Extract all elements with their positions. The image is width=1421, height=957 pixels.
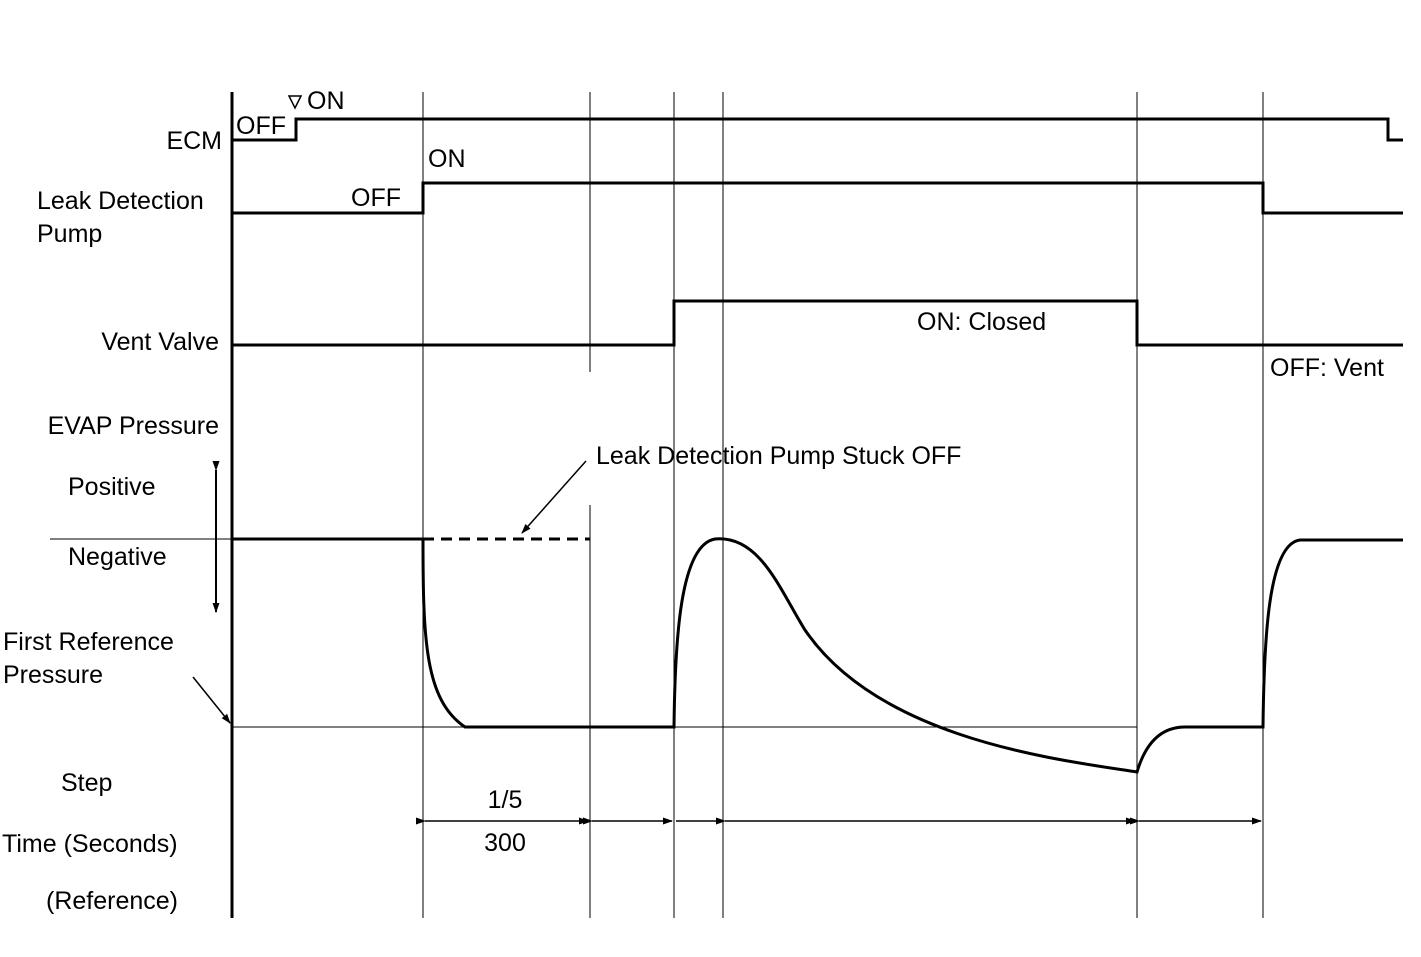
step-label: Step: [61, 769, 112, 797]
stuck-off-arrow: [521, 460, 587, 534]
vent-valve-signal: [232, 299, 1403, 347]
pump-on-label: ON: [428, 145, 466, 173]
first-reference-label-line1: First Reference: [3, 628, 174, 656]
negative-label: Negative: [68, 543, 167, 571]
ecm-on-label: ON: [307, 87, 345, 115]
evap-pressure-label: EVAP Pressure: [48, 412, 219, 440]
time-seconds-label: Time (Seconds): [2, 830, 178, 858]
reference-label: (Reference): [46, 887, 178, 915]
ecm-label: ECM: [166, 127, 222, 155]
vent-valve-label: Vent Valve: [101, 328, 219, 356]
vent-off-label: OFF: Vent: [1270, 354, 1384, 382]
time-value: 300: [484, 829, 526, 857]
timing-guides: [422, 92, 1264, 918]
stuck-off-label: Leak Detection Pump Stuck OFF: [596, 442, 961, 470]
pump-label-line2: Pump: [37, 220, 102, 248]
pump-label-line1: Leak Detection: [37, 187, 204, 215]
pump-signal: [232, 181, 1403, 215]
positive-label: Positive: [68, 473, 156, 501]
first-reference-label-line2: Pressure: [3, 661, 103, 689]
evap-pressure-curve: [232, 537, 1403, 774]
step-value: 1/5: [488, 786, 523, 814]
vent-on-label: ON: Closed: [917, 308, 1046, 336]
first-reference-arrow: [192, 676, 231, 724]
ecm-off-label: OFF: [236, 112, 286, 140]
ecm-on-marker-icon: [287, 95, 303, 110]
pump-off-label: OFF: [351, 184, 401, 212]
ecm-signal: [232, 117, 1403, 142]
